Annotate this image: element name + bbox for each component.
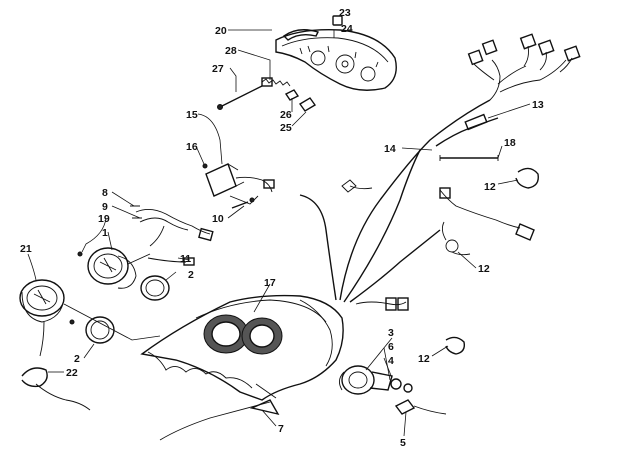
callout-3: 3: [388, 327, 394, 339]
bulb-socket-part-25: [298, 97, 317, 112]
grommet-part-12-right: [515, 167, 539, 189]
callout-15: 15: [186, 109, 198, 121]
grommet-part-12-lower: [445, 336, 466, 355]
callout-2-lower: 2: [74, 353, 80, 365]
nut-part-23: [332, 15, 343, 26]
wire-lead-part-11: [147, 257, 195, 266]
clip-part-20: [282, 29, 319, 41]
ring-part-2-lower: [85, 316, 115, 344]
gauge-part-21: [19, 279, 161, 341]
callout-18: 18: [504, 137, 516, 149]
switch-part-3: [339, 365, 393, 395]
decal-part-7: [249, 399, 280, 416]
screw-spring-part-27-28: [217, 77, 291, 110]
callout-12-mid: 12: [478, 263, 490, 275]
cable-part-5: [394, 399, 447, 415]
callout-4: 4: [388, 355, 394, 367]
callout-10: 10: [212, 213, 224, 225]
dash-panel-part-17: [140, 294, 344, 441]
leader-lines: [27, 29, 531, 437]
callout-7: 7: [278, 423, 284, 435]
fuse-part-18: [439, 155, 499, 161]
callout-16: 16: [186, 141, 198, 153]
callout-13: 13: [532, 99, 544, 111]
gauge-part-1: [87, 247, 151, 289]
screws: [69, 197, 255, 325]
callout-labels: 20 23 24 28 27 26 25 15 16 10 8 9 19 1 1…: [20, 7, 544, 449]
callout-5: 5: [400, 437, 406, 449]
callout-23: 23: [339, 7, 351, 19]
main-wiring-harness: [299, 99, 535, 311]
callout-21: 21: [20, 243, 32, 255]
callout-9: 9: [102, 201, 108, 213]
harness-connectors: [467, 33, 581, 101]
callout-17: 17: [264, 277, 276, 289]
bulb-socket-part-26: [284, 89, 300, 101]
callout-25: 25: [280, 122, 292, 134]
callout-24: 24: [341, 23, 353, 35]
callout-6: 6: [388, 341, 394, 353]
washer-part-6: [403, 383, 413, 393]
callout-26: 26: [280, 109, 292, 121]
harness-segment-part-13: [435, 113, 499, 147]
instrument-cluster: [275, 29, 397, 91]
callout-2-upper: 2: [188, 269, 194, 281]
sensor-lead-part-22: [21, 321, 91, 411]
callout-11: 11: [180, 253, 191, 265]
callout-1: 1: [102, 227, 108, 239]
wire-leads-parts-8-9: [130, 205, 214, 247]
callout-12-lower: 12: [418, 353, 430, 365]
callout-20: 20: [215, 25, 227, 37]
callout-19: 19: [98, 213, 110, 225]
callout-27: 27: [212, 63, 224, 75]
nut-part-4: [390, 378, 402, 390]
callout-22: 22: [66, 367, 78, 379]
callout-8: 8: [102, 187, 108, 199]
relay-bracket-part-15: [202, 163, 275, 205]
ring-part-2-upper: [140, 275, 170, 301]
callout-14: 14: [384, 143, 396, 155]
callout-28: 28: [225, 45, 237, 57]
callout-12-right: 12: [484, 181, 496, 193]
